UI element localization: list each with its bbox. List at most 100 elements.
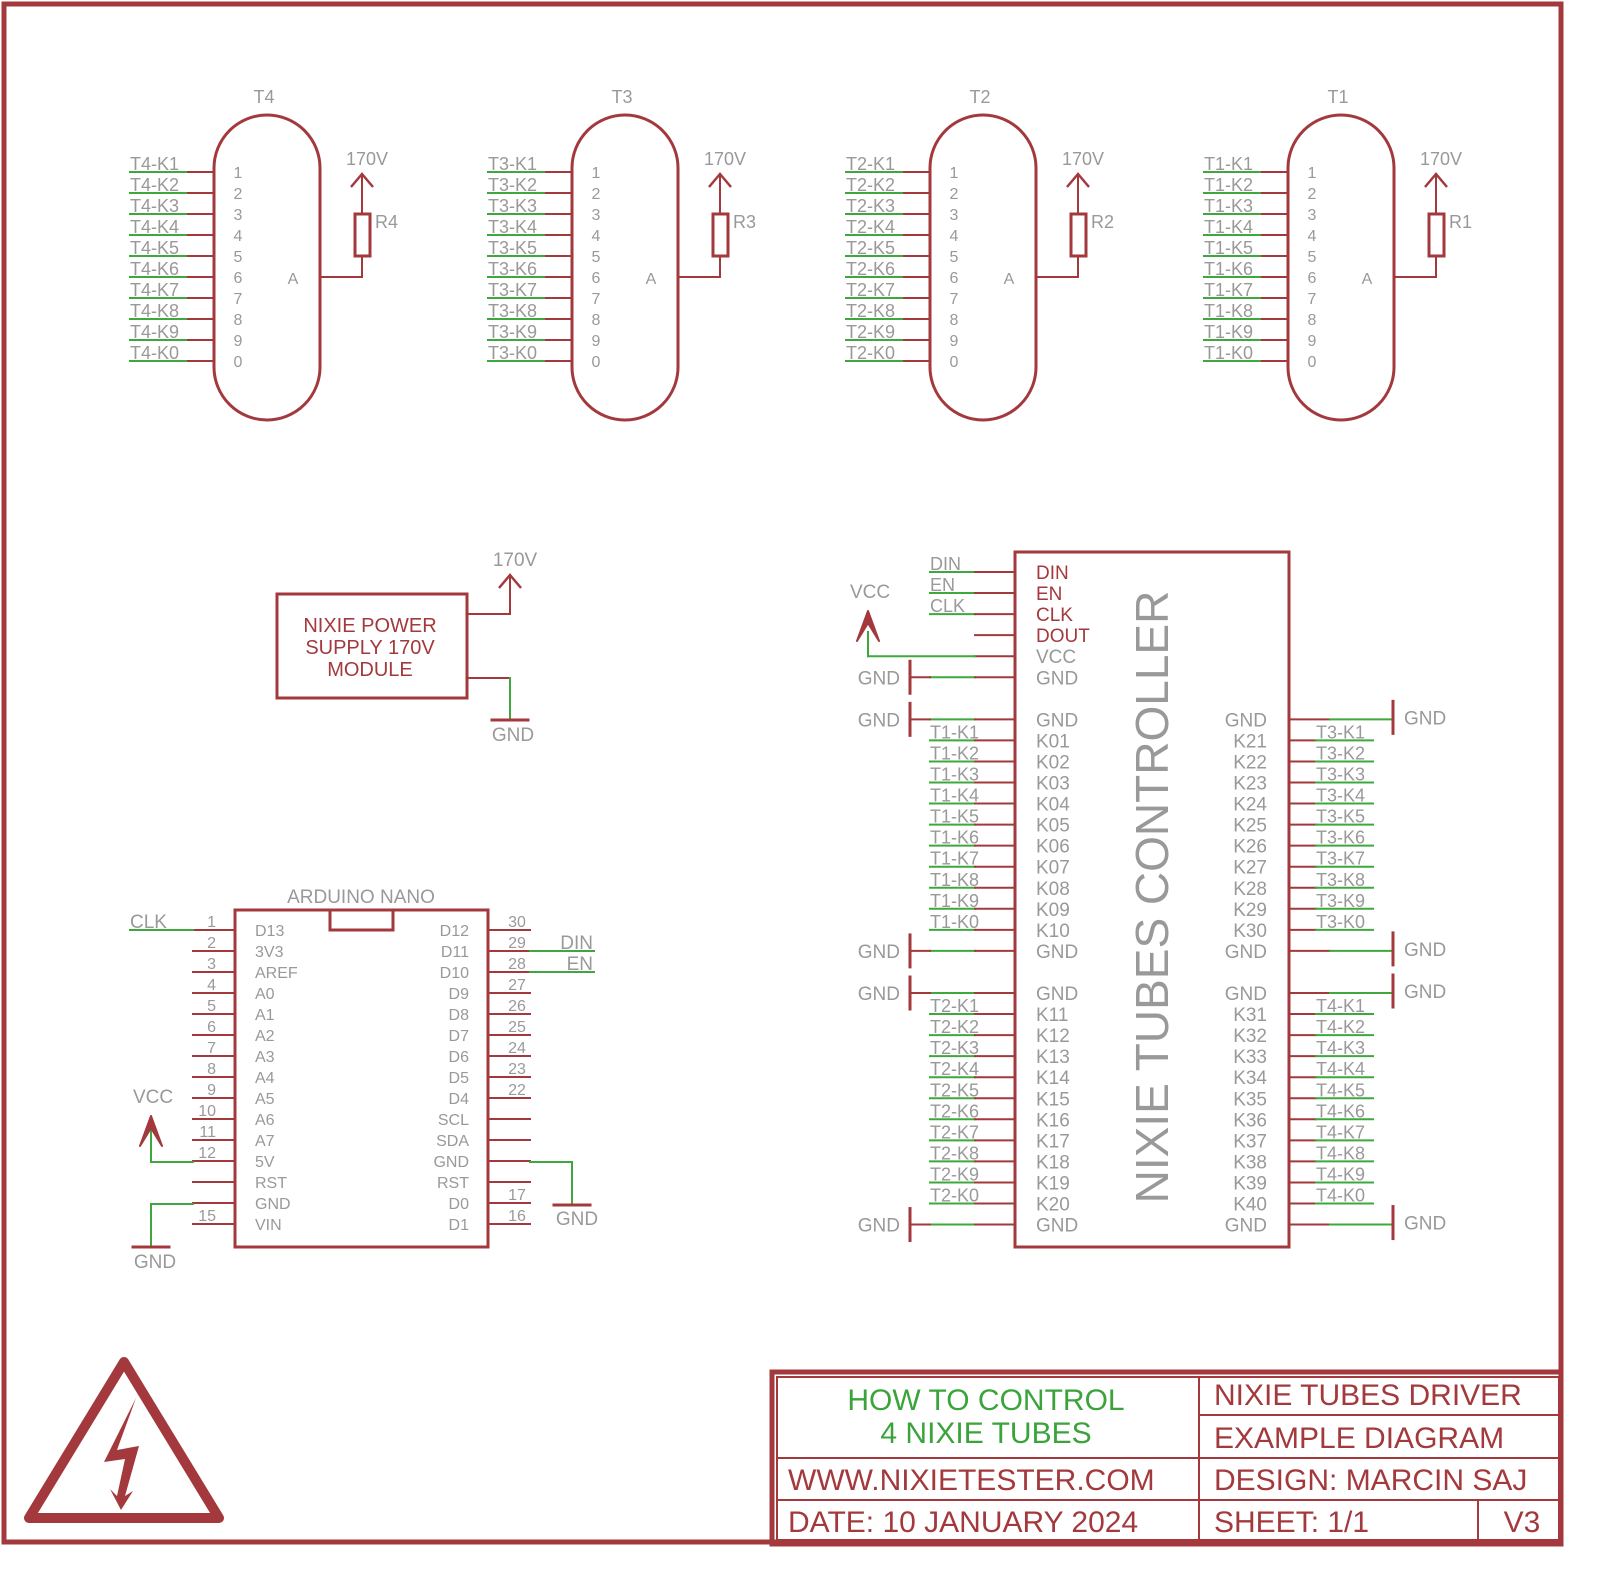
net-label: T2-K4 (930, 1059, 979, 1079)
pin-number: 16 (508, 1208, 526, 1225)
pin-label: A6 (255, 1112, 275, 1129)
module-label: SUPPLY 170V (305, 637, 435, 659)
pin-label: D1 (449, 1217, 470, 1234)
pin-label: K07 (1036, 858, 1070, 879)
pin-number: 6 (234, 270, 243, 287)
project-subtitle: EXAMPLE DIAGRAM (1214, 1422, 1504, 1455)
pin-number: 5 (1308, 249, 1317, 266)
pin-number: 6 (592, 270, 601, 287)
pin-number: 3 (592, 207, 601, 224)
pin-label: K32 (1233, 1026, 1267, 1047)
module-label: NIXIE POWER (303, 615, 436, 637)
net-label: T3-K2 (488, 175, 537, 195)
net-label: T2-K5 (930, 1080, 979, 1100)
net-label: T3-K3 (1316, 765, 1365, 785)
net-label: DIN (930, 554, 961, 574)
pin-label: D0 (449, 1196, 470, 1213)
website-label: WWW.NIXIETESTER.COM (788, 1464, 1155, 1497)
pin-number: 2 (234, 186, 243, 203)
pin-label: D9 (449, 986, 470, 1003)
net-label: T3-K3 (488, 196, 537, 216)
pin-number: 26 (508, 998, 526, 1015)
pin-label: K40 (1233, 1195, 1267, 1216)
net-label: T2-K1 (846, 154, 895, 174)
net-label: T1-K5 (1204, 238, 1253, 258)
title-block-frame (769, 1369, 1564, 1547)
net-label: T3-K1 (1316, 722, 1365, 742)
supply-arrow-icon (350, 172, 374, 188)
pin-label: K36 (1233, 1110, 1267, 1131)
net-label: T4-K7 (1316, 1122, 1365, 1142)
net-label: CLK (930, 596, 965, 616)
pin-number: 0 (1308, 354, 1317, 371)
resistor-label: R4 (375, 212, 398, 232)
anode-label: A (288, 271, 299, 288)
date-label: DATE: 10 JANUARY 2024 (788, 1506, 1138, 1539)
pin-number: 10 (198, 1103, 216, 1120)
net-label: T1-K6 (1204, 259, 1253, 279)
pin-label: A3 (255, 1049, 275, 1066)
pin-number: 7 (1308, 291, 1317, 308)
controller-title: NIXIE TUBES CONTROLLER (1126, 591, 1178, 1204)
pin-label: GND (1225, 710, 1267, 731)
pin-label: D8 (449, 1007, 470, 1024)
gnd-label: GND (492, 725, 534, 746)
net-label: T3-K5 (488, 238, 537, 258)
anode-label: A (1362, 271, 1373, 288)
supply-label: 170V (493, 550, 538, 571)
pin-label: K01 (1036, 731, 1070, 752)
net-label: T1-K4 (1204, 217, 1253, 237)
gnd-label: GND (858, 984, 900, 1005)
pin-number: 7 (207, 1040, 216, 1057)
net-label: T1-K8 (930, 870, 979, 890)
pin-number: 4 (592, 228, 601, 245)
pin-number: 2 (592, 186, 601, 203)
pin-number: 8 (1308, 312, 1317, 329)
pin-label: GND (433, 1154, 469, 1171)
net-label: T2-K5 (846, 238, 895, 258)
nixie-tube-body (212, 113, 322, 422)
vcc-label: VCC (850, 582, 890, 603)
nixie-tube-body (570, 113, 680, 422)
gnd-label: GND (858, 710, 900, 731)
project-title: NIXIE TUBES DRIVER (1214, 1379, 1522, 1412)
pin-label: K27 (1233, 858, 1267, 879)
pin-label: A4 (255, 1070, 275, 1087)
net-label: T4-K4 (130, 217, 179, 237)
supply-label: 170V (1420, 149, 1462, 169)
net-label: T1-K9 (1204, 322, 1253, 342)
pin-number: 3 (207, 956, 216, 973)
high-voltage-warning-icon (24, 1357, 224, 1523)
gnd-label: GND (1404, 1214, 1446, 1235)
net-label: T4-K5 (130, 238, 179, 258)
pin-number: 2 (1308, 186, 1317, 203)
pin-label: A5 (255, 1091, 275, 1108)
resistor-label: R1 (1449, 212, 1472, 232)
pin-label: K05 (1036, 816, 1070, 837)
net-label: T2-K7 (846, 280, 895, 300)
pin-number: 15 (198, 1208, 216, 1225)
pin-label: K10 (1036, 921, 1070, 942)
pin-label: GND (1036, 984, 1078, 1005)
pin-number: 23 (508, 1061, 526, 1078)
pin-number: 1 (234, 165, 243, 182)
net-label: T3-K4 (1316, 786, 1365, 806)
pin-label: K22 (1233, 752, 1267, 773)
pin-label: K19 (1036, 1173, 1070, 1194)
nixie-tube-body (928, 113, 1038, 422)
pin-label: K30 (1233, 921, 1267, 942)
pin-number: 1 (592, 165, 601, 182)
supply-arrow-icon (708, 172, 732, 188)
pin-number: 7 (234, 291, 243, 308)
pin-label: GND (1036, 942, 1078, 963)
pin-label: K38 (1233, 1152, 1267, 1173)
supply-label: 170V (704, 149, 746, 169)
net-label: T3-K2 (1316, 743, 1365, 763)
pin-label: K26 (1233, 837, 1267, 858)
pin-label: D13 (255, 923, 284, 940)
gnd-label: GND (556, 1209, 598, 1230)
lightning-bolt-icon (104, 1398, 139, 1510)
pin-label: K37 (1233, 1131, 1267, 1152)
anode-label: A (646, 271, 657, 288)
pin-label: K18 (1036, 1152, 1070, 1173)
